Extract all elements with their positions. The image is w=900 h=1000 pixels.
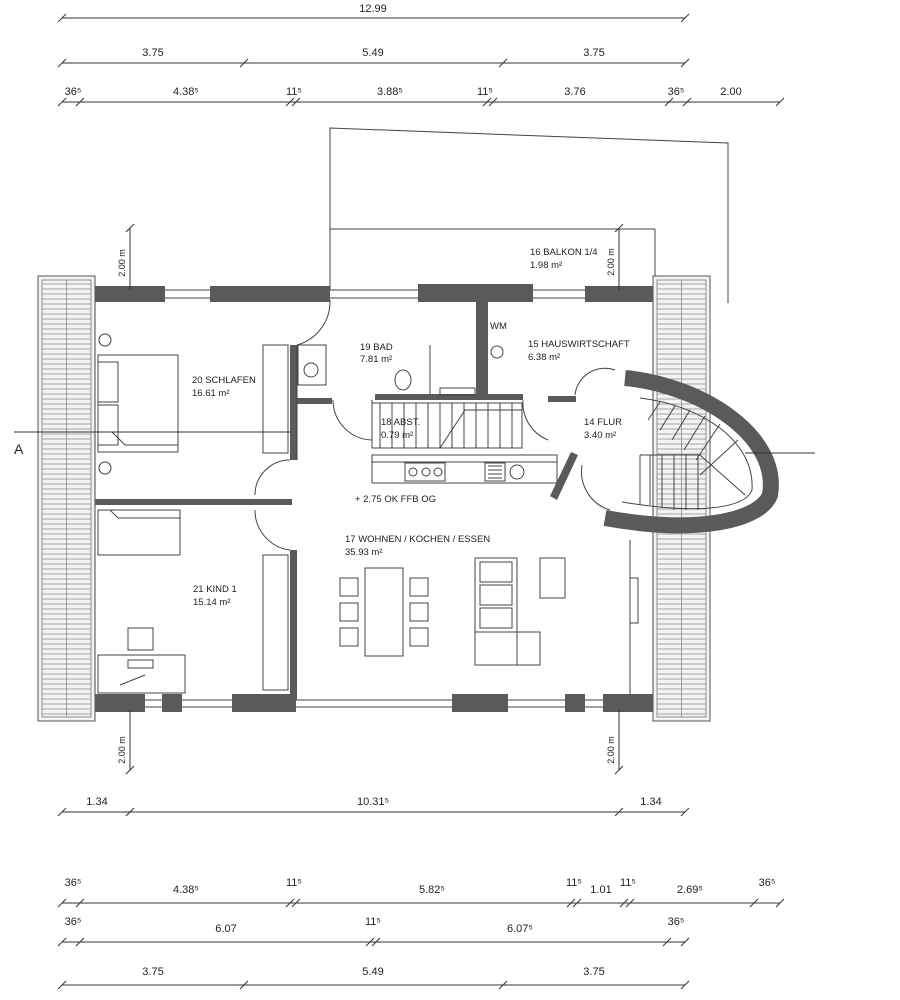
dim-bot-4c: 3.75 [583,966,604,978]
vdim-bottom-left: 2.00 m [117,736,127,764]
dim-top-3a: 36⁵ [65,86,82,98]
stair [371,402,523,449]
room-balkon-area: 1.98 m² [530,260,562,271]
dim-top-3h: 2.00 [720,86,741,98]
sofa [474,557,518,666]
vdim-top-left: 2.00 m [117,249,127,277]
dim-bot-2b: 4.38⁵ [173,884,199,896]
dim-top-3d: 3.88⁵ [377,86,403,98]
dim-bot-3a: 36⁵ [65,916,82,928]
room-kind-name: 21 KIND 1 [193,584,237,595]
room-flur-area: 3.40 m² [584,430,616,441]
dim-top-3e: 11⁵ [477,86,493,98]
room-wm-name: WM [490,321,507,332]
dim-bot-2e: 11⁵ [566,877,582,889]
room-wohnen-area: 35.93 m² [345,547,383,558]
dim-top-3f: 3.76 [564,86,585,98]
section-marker: A [14,441,24,457]
room-abst-name: 18 ABST. [381,417,420,428]
section-line [14,431,815,454]
dim-top-3c: 11⁵ [286,86,302,98]
dim-bot-2c: 11⁵ [286,877,302,889]
dim-top-3b: 4.38⁵ [173,86,199,98]
room-kind-area: 15.14 m² [193,597,231,608]
dim-bot-2d: 5.82⁵ [419,884,445,896]
bed-double [97,354,179,453]
dining-table [364,567,404,657]
vertical-dims [125,223,624,775]
vdim-top-right: 2.00 m [606,248,616,276]
armchair [539,557,566,599]
hatch-lines [42,280,91,717]
room-flur-name: 14 FLUR [584,417,622,428]
bottom-dimension-chains [57,807,785,990]
dim-bot-2i: 36⁵ [759,877,776,889]
room-labels: 20 SCHLAFEN 16.61 m² 19 BAD 7.81 m² WM 1… [192,247,630,608]
dim-bot-1c: 1.34 [640,796,661,808]
dim-bot-2g: 11⁵ [620,877,636,889]
dim-bot-3c: 11⁵ [365,916,381,928]
room-bad-area: 7.81 m² [360,354,392,365]
dim-bot-2f: 1.01 [590,884,611,896]
dim-bot-1a: 1.34 [86,796,107,808]
room-bad-name: 19 BAD [360,342,393,353]
dim-top-2b: 5.49 [362,47,383,59]
dim-bot-3d: 6.07⁵ [507,923,533,935]
door-swings [254,299,616,551]
room-abst-area: 0.79 m² [381,430,413,441]
room-balkon-name: 16 BALKON 1/4 [530,247,598,258]
level-note: + 2.75 OK FFB OG [355,494,436,505]
room-schlafen-area: 16.61 m² [192,388,230,399]
interior-walls [95,294,578,700]
dim-bot-2h: 2.69⁵ [677,884,703,896]
dim-top-2c: 3.75 [583,47,604,59]
dim-top-2a: 3.75 [142,47,163,59]
room-hauswirtschaft-name: 15 HAUSWIRTSCHAFT [528,339,630,350]
dim-bot-1b: 10.31⁵ [357,796,389,808]
room-hauswirtschaft-area: 6.38 m² [528,352,560,363]
dim-bot-3e: 36⁵ [668,916,685,928]
roof-hatch-left [37,275,96,722]
outer-walls [95,284,653,712]
dim-bot-2a: 36⁵ [65,877,82,889]
dim-top-total: 12.99 [359,3,387,15]
room-schlafen-name: 20 SCHLAFEN [192,375,256,386]
dim-top-3g: 36⁵ [668,86,685,98]
top-dimension-chains [57,13,785,107]
room-wohnen-name: 17 WOHNEN / KOCHEN / ESSEN [345,534,490,545]
dim-bot-4a: 3.75 [142,966,163,978]
dim-bot-3b: 6.07 [215,923,236,935]
kitchen-counter [371,454,558,484]
dim-bot-4b: 5.49 [362,966,383,978]
vdim-bottom-right: 2.00 m [606,736,616,764]
oval-stair [603,370,779,534]
furniture [97,333,639,694]
